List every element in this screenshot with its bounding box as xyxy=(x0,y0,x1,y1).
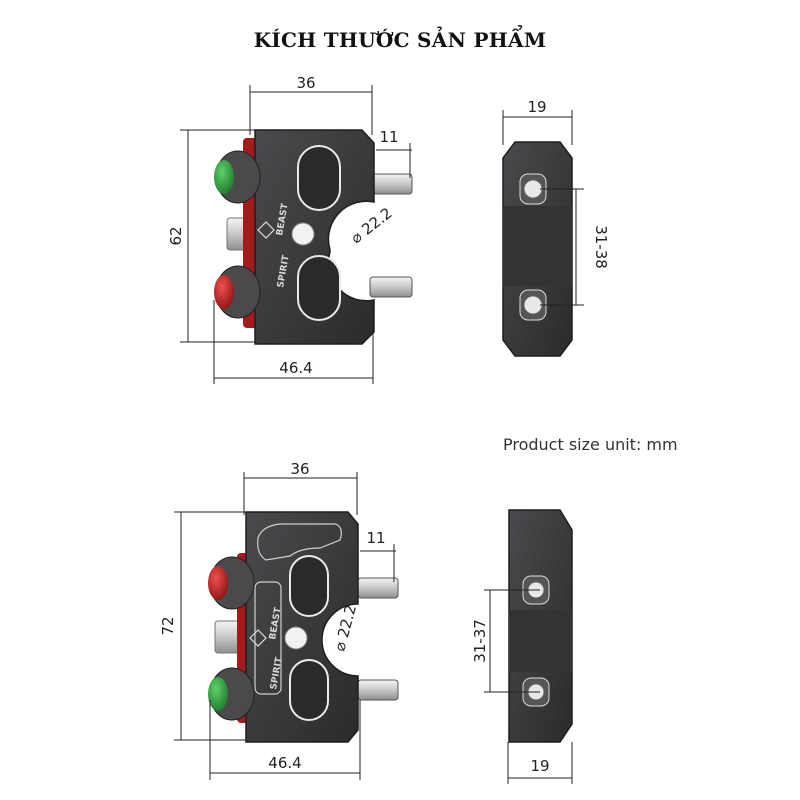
top-button-upper xyxy=(214,150,261,204)
brand-logo-icon xyxy=(257,221,275,239)
bottom-button-lower-cap xyxy=(208,677,228,711)
unit-note: Product size unit: mm xyxy=(503,435,678,454)
bottom-pin-upper xyxy=(357,577,399,599)
top-side-view: 19 31-38 xyxy=(502,98,610,357)
bottom-height-label: 72 xyxy=(159,616,177,635)
bottom-width-top-label: 36 xyxy=(290,460,309,478)
bottom-pin-lower xyxy=(357,679,399,701)
top-side-range-label: 31-38 xyxy=(592,225,610,269)
top-body xyxy=(254,129,375,345)
top-side-width-label: 19 xyxy=(527,98,546,116)
bottom-button-upper-cap xyxy=(208,566,228,600)
bottom-slot-upper xyxy=(289,555,329,617)
top-center-hole xyxy=(291,222,315,246)
bottom-front-view: BEAST SPIRIT ⌀ 22.2 36 11 72 46.4 xyxy=(159,460,399,780)
top-slot-lower xyxy=(297,255,341,321)
bottom-body-contour xyxy=(257,523,342,561)
bottom-brand-plate xyxy=(254,581,282,695)
top-slot-upper xyxy=(297,145,341,211)
bottom-button-lower xyxy=(208,667,255,721)
bottom-center-hole xyxy=(284,626,308,650)
bottom-slot-lower xyxy=(289,659,329,721)
top-diameter-label: ⌀ 22.2 xyxy=(347,204,395,247)
bottom-side-range-label: 31-37 xyxy=(471,619,489,663)
top-pin-lower xyxy=(369,276,413,298)
top-side-band xyxy=(503,206,572,286)
top-pin-label: 11 xyxy=(379,128,398,146)
top-width-top-label: 36 xyxy=(296,74,315,92)
top-height-label: 62 xyxy=(167,226,185,245)
top-button-lower xyxy=(214,265,261,319)
bottom-button-upper xyxy=(208,556,255,610)
bottom-side-band xyxy=(509,610,572,672)
top-pin-upper xyxy=(369,173,413,195)
page-title: KÍCH THƯỚC SẢN PHẨM xyxy=(253,28,547,52)
brand-logo-icon-bottom xyxy=(249,629,267,647)
top-button-upper-cap xyxy=(214,160,234,194)
bottom-width-bottom-label: 46.4 xyxy=(268,754,301,772)
top-button-lower-cap xyxy=(214,275,234,309)
bottom-pin-label: 11 xyxy=(366,529,385,547)
bottom-body xyxy=(245,511,359,743)
top-width-bottom-label: 46.4 xyxy=(279,359,312,377)
bottom-side-view: 31-37 19 xyxy=(471,509,573,784)
top-front-view: BEAST SPIRIT ⌀ 22.2 36 11 62 46.4 xyxy=(167,74,413,384)
bottom-side-width-label: 19 xyxy=(530,757,549,775)
